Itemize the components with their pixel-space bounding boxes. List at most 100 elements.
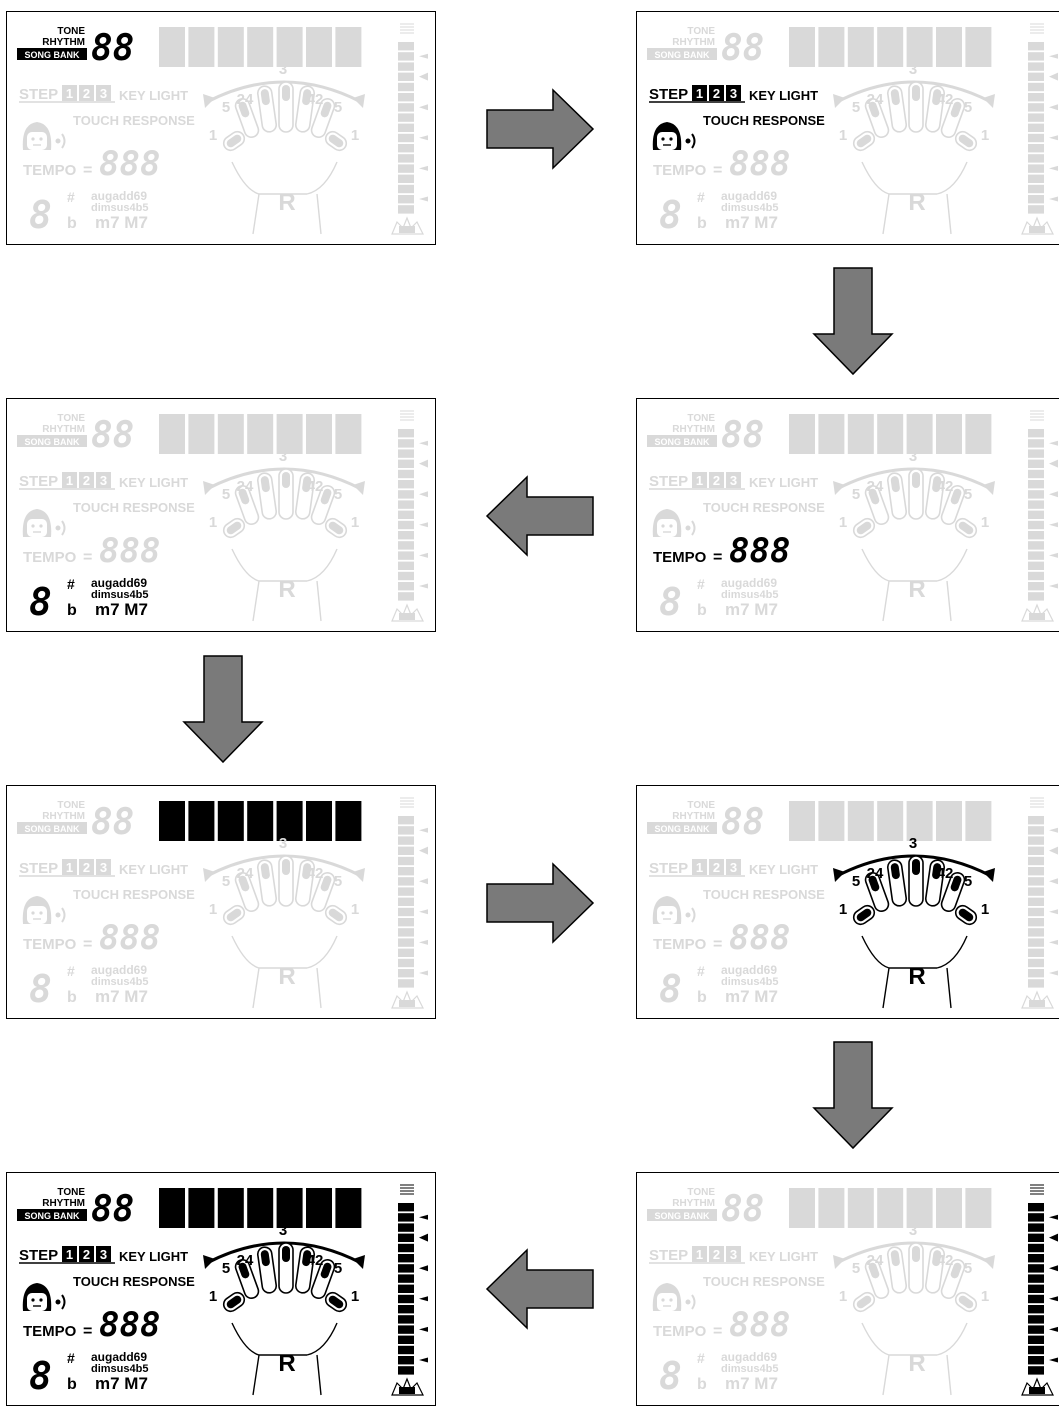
level-meter <box>392 1185 428 1395</box>
arc-left-arrowhead <box>833 481 845 495</box>
tone-digits: 88 <box>721 28 764 69</box>
block-segment <box>247 414 273 454</box>
touch-response-label: TOUCH RESPONSE <box>703 113 825 128</box>
meter-segment <box>398 1244 414 1252</box>
step-number: 3 <box>100 86 107 101</box>
meter-segment <box>398 572 414 580</box>
block-segment <box>218 1188 244 1228</box>
tone-digits: 88 <box>91 28 134 69</box>
finger-number: 1 <box>981 127 989 144</box>
meter-segment <box>398 582 414 590</box>
tone-label: TONE <box>687 800 715 811</box>
meter-tick-arrow <box>1049 1215 1058 1220</box>
chord-line-3: m7 M7 <box>95 213 148 232</box>
meter-tick-arrow <box>1049 940 1058 945</box>
meter-segment <box>1028 83 1044 91</box>
key-light-label: KEY LIGHT <box>119 862 188 877</box>
meter-segment <box>398 480 414 488</box>
song-bank-label: SONG BANK <box>24 50 80 60</box>
chord-digit: 8 <box>29 580 52 624</box>
tone-label: TONE <box>57 1187 85 1198</box>
block-segment <box>877 1188 903 1228</box>
tone-label: TONE <box>687 26 715 37</box>
meter-tick-arrow <box>419 54 428 59</box>
tone-group: TONERHYTHMSONG BANK88 <box>17 1187 134 1230</box>
meter-tick-arrow <box>419 104 428 110</box>
meter-base-segment <box>399 1387 415 1394</box>
chord-line-3: m7 M7 <box>725 987 778 1006</box>
flat-sign: b <box>67 1376 77 1393</box>
meter-tick-arrow <box>419 441 428 446</box>
meter-segment <box>398 1366 414 1374</box>
finger-number: 3 <box>909 448 917 465</box>
meter-segment <box>398 918 414 926</box>
finger-number: 1 <box>351 127 359 144</box>
touch-response-label: TOUCH RESPONSE <box>703 1274 825 1289</box>
tempo-equals: = <box>713 162 722 179</box>
meter-tick-arrow <box>419 584 428 589</box>
lcd-display: TONERHYTHMSONG BANK88STEP123KEY LIGHTTOU… <box>7 12 436 245</box>
meter-tick-arrow <box>1049 1265 1058 1271</box>
meter-segment <box>1028 124 1044 132</box>
block-segment <box>818 1188 844 1228</box>
hand-letter: R <box>908 1350 925 1377</box>
meter-segment <box>1028 175 1044 183</box>
meter-segment <box>1028 816 1044 824</box>
finger-number: 5 <box>852 873 860 890</box>
touch-response-label: TOUCH RESPONSE <box>73 113 195 128</box>
sharp-sign: # <box>697 576 705 592</box>
step-number: 2 <box>713 860 720 875</box>
meter-segment <box>398 847 414 855</box>
meter-segment <box>1028 73 1044 81</box>
meter-segment <box>1028 1254 1044 1262</box>
flat-sign: b <box>697 1376 707 1393</box>
meter-segment <box>398 928 414 936</box>
level-meter <box>392 411 428 621</box>
finger-number: 24 <box>237 91 254 108</box>
step-number: 1 <box>696 860 703 875</box>
meter-segment <box>1028 908 1044 916</box>
meter-tick-arrow <box>419 828 428 833</box>
meter-segment <box>398 1203 414 1211</box>
meter-segment <box>398 979 414 987</box>
block-bar <box>789 801 991 841</box>
finger-number: 24 <box>237 865 254 882</box>
finger-number: 24 <box>237 1252 254 1269</box>
meter-segment <box>1028 521 1044 529</box>
meter-tick-arrow <box>419 553 428 558</box>
finger-number: 3 <box>279 61 287 78</box>
meter-tick-arrow <box>419 73 428 81</box>
hand-group: 152434251R <box>833 448 995 621</box>
finger-number: 1 <box>981 1288 989 1305</box>
key-light-label: KEY LIGHT <box>749 475 818 490</box>
meter-segment <box>398 1336 414 1344</box>
finger-number: 1 <box>981 901 989 918</box>
flat-sign: b <box>67 215 77 232</box>
step-number: 1 <box>696 473 703 488</box>
meter-segment <box>1028 551 1044 559</box>
touch-response-label: TOUCH RESPONSE <box>73 500 195 515</box>
finger-number: 5 <box>222 99 230 116</box>
meter-segment <box>398 103 414 111</box>
meter-segment <box>1028 959 1044 967</box>
arc-right-arrowhead <box>353 481 365 495</box>
meter-segment <box>1028 592 1044 600</box>
tempo-equals: = <box>83 1323 92 1340</box>
meter-segment <box>398 1295 414 1303</box>
meter-base-segment <box>399 226 415 233</box>
chord-line-1: augadd69 <box>91 963 147 977</box>
meter-segment <box>1028 429 1044 437</box>
hand-group: 152434251R <box>203 1222 365 1395</box>
finger-number: 5 <box>852 1260 860 1277</box>
meter-segment <box>398 490 414 498</box>
block-segment <box>306 801 332 841</box>
arc-right-arrowhead <box>983 868 995 882</box>
finger-number: 42 <box>307 1252 324 1269</box>
meter-segment <box>1028 928 1044 936</box>
chord-digit: 8 <box>659 967 682 1011</box>
block-segment <box>335 414 361 454</box>
step-number: 2 <box>83 86 90 101</box>
arrow-left-icon <box>485 1248 597 1330</box>
meter-segment <box>398 1325 414 1333</box>
step-number: 3 <box>100 1247 107 1262</box>
